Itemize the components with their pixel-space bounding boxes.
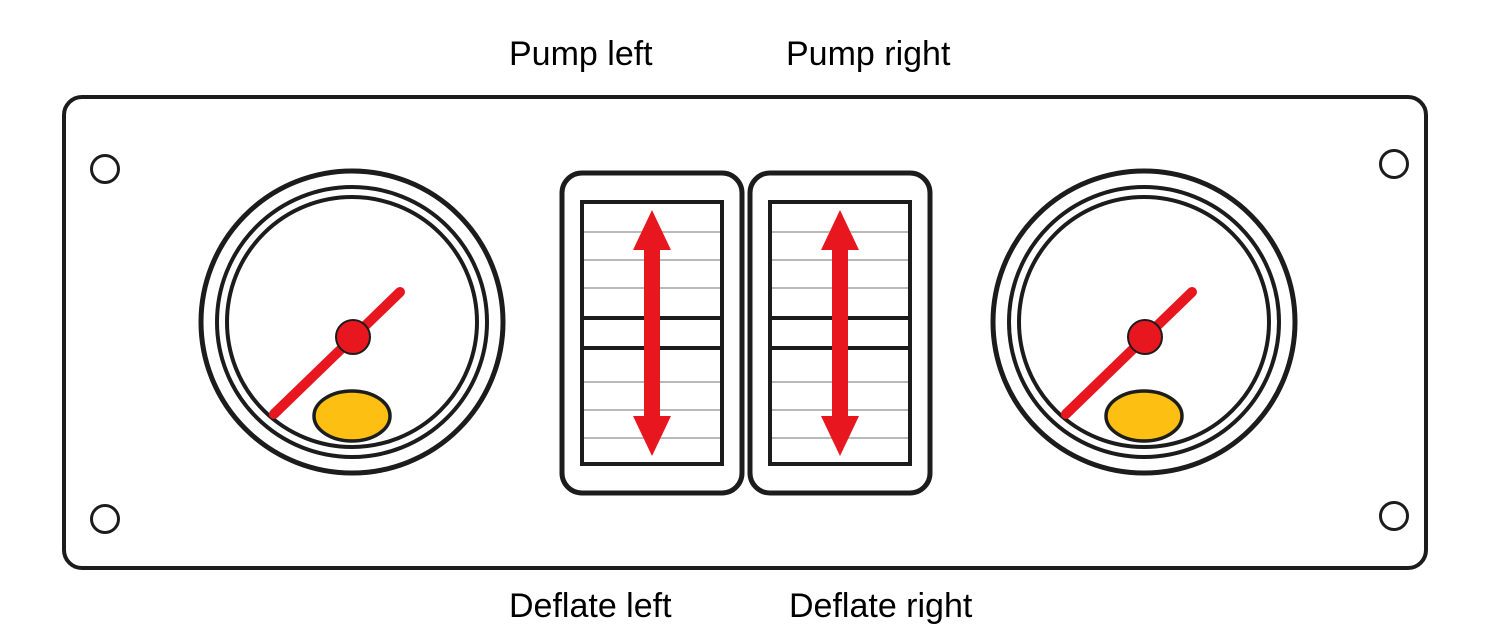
right-pressure-gauge [984,162,1304,482]
right-gauge-graphic [990,168,1298,476]
pump-right-label: Pump right [786,35,951,73]
left-rocker-graphic [559,170,745,496]
gauge-face-ring [225,195,479,449]
pump-right-rocker-switch[interactable] [747,170,933,496]
gauge-bezel-ring [215,185,489,459]
left-pressure-gauge [192,162,512,482]
up-down-arrow-icon [821,210,859,456]
deflate-right-label: Deflate right [789,587,973,625]
screw-hole-bottom-left [90,504,120,534]
gauge-needle [1061,287,1197,419]
gauge-needle [269,287,405,419]
pump-left-rocker-switch[interactable] [559,170,745,496]
gauge-needle-hub [1127,319,1163,355]
left-gauge-graphic [198,168,506,476]
screw-hole-top-left [90,154,120,184]
gauge-face-ring [1017,195,1271,449]
gauge-needle-hub [335,319,371,355]
pump-left-label: Pump left [509,35,653,73]
right-rocker-graphic [747,170,933,496]
faceplate [62,95,1428,570]
gauge-warning-lamp [312,389,392,443]
up-down-arrow-icon [633,210,671,456]
screw-hole-top-right [1379,149,1409,179]
deflate-left-label: Deflate left [509,587,672,625]
gauge-warning-lamp [1104,389,1184,443]
screw-hole-bottom-right [1379,501,1409,531]
gauge-bezel-ring [1007,185,1281,459]
